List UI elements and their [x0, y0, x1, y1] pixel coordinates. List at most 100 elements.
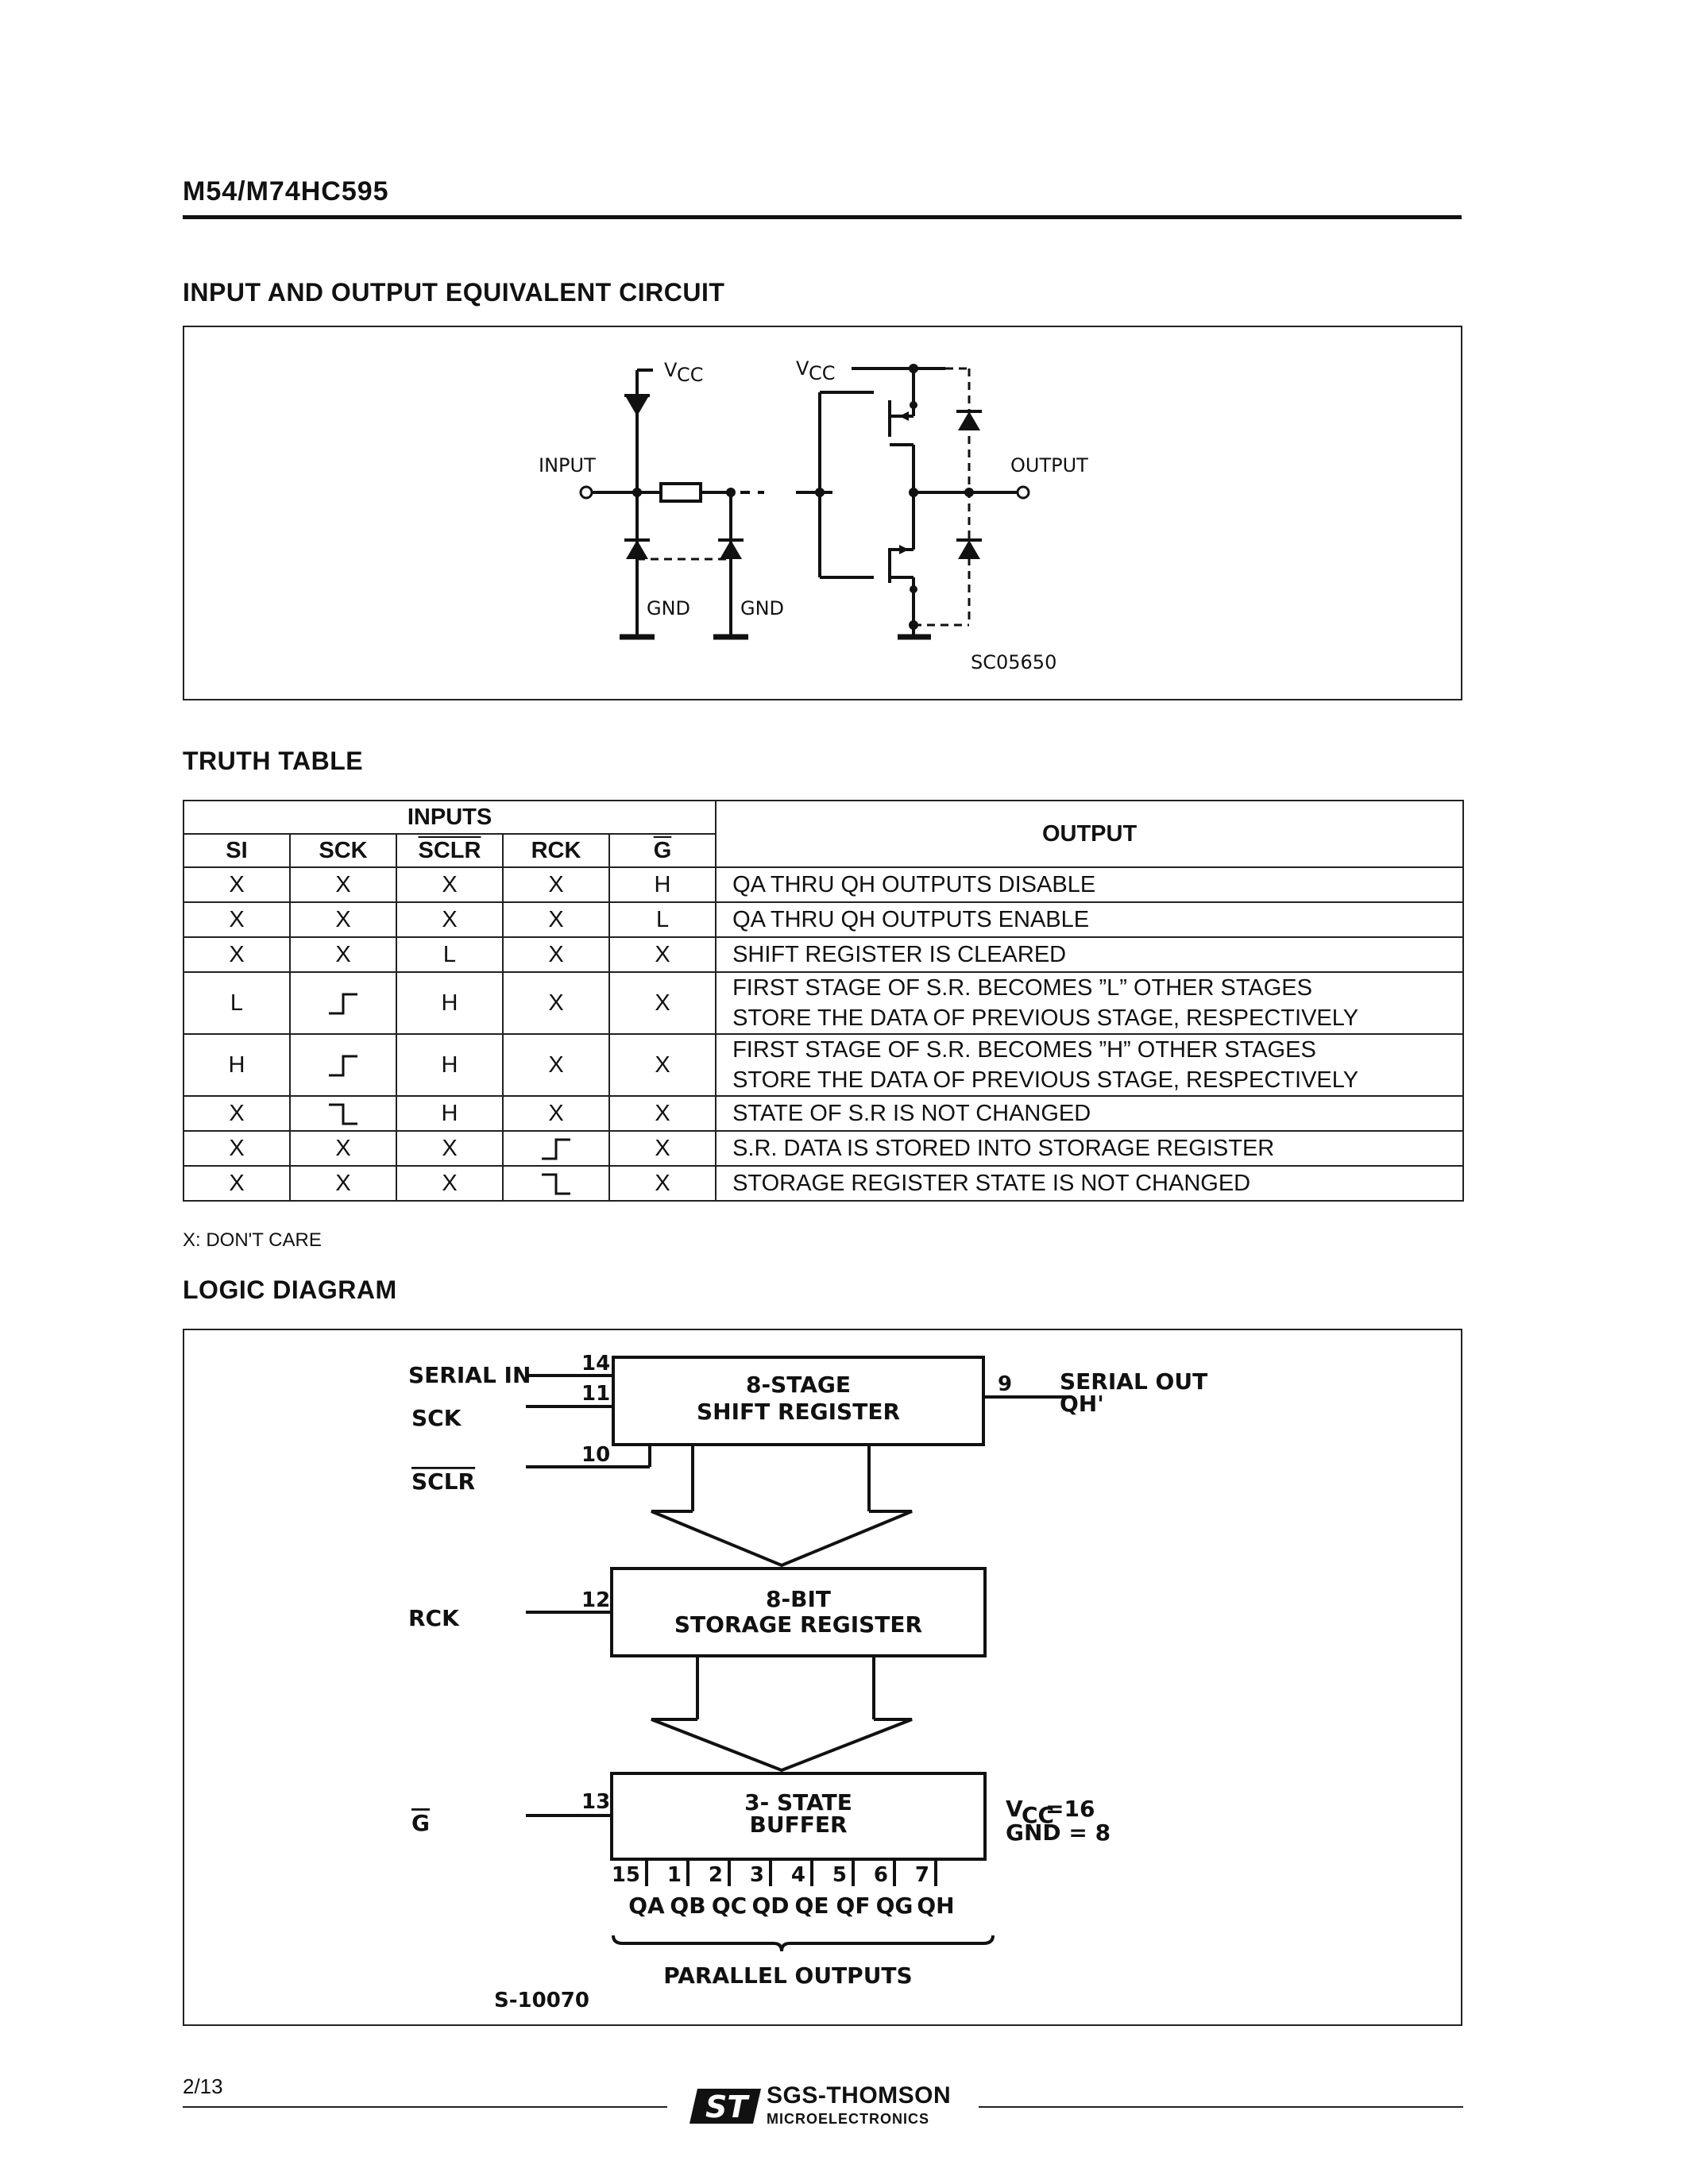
table-note: X: DON'T CARE — [183, 1229, 322, 1251]
cell-si: H — [183, 1033, 291, 1097]
rising-edge-icon — [329, 993, 357, 1015]
cell-sclr: H — [396, 971, 504, 1035]
serial-out-label: SERIAL OUT — [1060, 1368, 1207, 1395]
footer-division: MICROELECTRONICS — [767, 2111, 929, 2127]
output-line: QA THRU QH OUTPUTS DISABLE — [732, 872, 1096, 897]
cell-g: H — [608, 866, 717, 903]
cell-rck — [502, 1165, 610, 1202]
col-si: SI — [183, 833, 291, 868]
output-pin-number: 15 — [612, 1863, 640, 1887]
output-line: QA THRU QH OUTPUTS ENABLE — [732, 907, 1090, 932]
cell-output: STORAGE REGISTER STATE IS NOT CHANGED — [715, 1165, 1465, 1202]
cell-rck: X — [502, 971, 610, 1035]
cell-sck — [289, 1095, 397, 1132]
gnd-label-2: GND — [740, 597, 784, 619]
rising-edge-icon — [542, 1138, 570, 1160]
output-pin-name: QC — [712, 1893, 747, 1919]
cell-sclr: H — [396, 1033, 504, 1097]
cell-si: X — [183, 936, 291, 973]
cell-si: L — [183, 971, 291, 1035]
pin-serial-in: 14 — [581, 1352, 610, 1376]
cell-sclr: X — [396, 1130, 504, 1167]
output-pin-name: QG — [876, 1893, 914, 1919]
output-pin-name: QB — [670, 1893, 705, 1919]
vcc-sub-right: CC — [809, 362, 836, 384]
output-pin-number: 4 — [791, 1863, 805, 1887]
storage-register-subtitle: STORAGE REGISTER — [674, 1611, 922, 1638]
cell-sck: X — [289, 866, 397, 903]
gnd-pin-label: GND = 8 — [1006, 1819, 1111, 1846]
output-pin-name: QA — [628, 1893, 665, 1919]
footer-company: SGS-THOMSON — [767, 2082, 952, 2109]
output-line: FIRST STAGE OF S.R. BECOMES ”H” OTHER ST… — [732, 1037, 1316, 1063]
truth-table-section-title: TRUTH TABLE — [183, 747, 364, 775]
output-pin-name: QH — [917, 1893, 954, 1919]
cell-rck — [502, 1130, 610, 1167]
output-column-header: OUTPUT — [715, 800, 1465, 868]
page-number: 2/13 — [183, 2074, 223, 2098]
cell-rck: X — [502, 1033, 610, 1097]
cell-sck: X — [289, 936, 397, 973]
output-pin-number: 7 — [915, 1863, 929, 1887]
vcc-sub-left: CC — [677, 364, 704, 386]
sclr-label: SCLR — [411, 1468, 475, 1495]
rck-label: RCK — [408, 1605, 460, 1631]
output-pin-name: QE — [795, 1893, 829, 1919]
footer-rule-right — [979, 2106, 1463, 2108]
pin-sclr: 10 — [581, 1443, 610, 1467]
shift-register-block — [612, 1356, 985, 1446]
col-g: G — [608, 833, 717, 868]
output-pin-number: 1 — [667, 1863, 682, 1887]
pin-rck: 12 — [581, 1588, 610, 1612]
output-line: FIRST STAGE OF S.R. BECOMES ”L” OTHER ST… — [732, 975, 1312, 1001]
cell-rck: X — [502, 901, 610, 938]
cell-output: S.R. DATA IS STORED INTO STORAGE REGISTE… — [715, 1130, 1465, 1167]
cell-g: X — [608, 971, 717, 1035]
output-line: S.R. DATA IS STORED INTO STORAGE REGISTE… — [732, 1136, 1275, 1161]
cell-si: X — [183, 1095, 291, 1132]
cell-rck: X — [502, 1095, 610, 1132]
cell-si: X — [183, 1165, 291, 1202]
output-pin-name: QF — [836, 1893, 871, 1919]
cell-sck — [289, 1033, 397, 1097]
vcc-label-left: V — [664, 359, 678, 381]
header-rule — [183, 215, 1462, 219]
logic-diagram-frame: SERIAL IN SCK SCLR RCK G 14 11 10 12 13 … — [183, 1329, 1462, 2026]
output-line: STORE THE DATA OF PREVIOUS STAGE, RESPEC… — [732, 1005, 1359, 1031]
buffer-title: 3- STATE — [744, 1789, 852, 1815]
cell-g: X — [608, 1095, 717, 1132]
cell-g: X — [608, 1033, 717, 1097]
cell-sck: X — [289, 1165, 397, 1202]
vcc-label: V — [1006, 1796, 1023, 1822]
gnd-label-1: GND — [647, 597, 690, 619]
output-label: OUTPUT — [1010, 454, 1088, 477]
cell-output: QA THRU QH OUTPUTS ENABLE — [715, 901, 1465, 938]
output-pin-number: 6 — [874, 1863, 888, 1887]
equivalent-circuit-diagram: V CC V CC INPUT OUTPUT GND GND SC05650 — [539, 357, 1088, 673]
cell-g: L — [608, 901, 717, 938]
storage-register-title: 8-BIT — [766, 1586, 831, 1612]
cell-output: FIRST STAGE OF S.R. BECOMES ”H” OTHER ST… — [715, 1033, 1465, 1097]
g-label: G — [411, 1810, 430, 1836]
cell-si: X — [183, 866, 291, 903]
st-logo-icon: ST — [689, 2089, 761, 2124]
shift-register-title: 8-STAGE — [746, 1372, 851, 1398]
cell-rck: X — [502, 936, 610, 973]
vcc-label-right: V — [796, 357, 809, 380]
pin-serial-out: 9 — [998, 1372, 1012, 1396]
logic-code: S-10070 — [494, 1989, 589, 2012]
circuit-section-title: INPUT AND OUTPUT EQUIVALENT CIRCUIT — [183, 278, 725, 307]
buffer-subtitle: BUFFER — [749, 1812, 847, 1838]
logic-section-title: LOGIC DIAGRAM — [183, 1275, 397, 1304]
input-label: INPUT — [539, 454, 596, 477]
cell-sck: X — [289, 1130, 397, 1167]
